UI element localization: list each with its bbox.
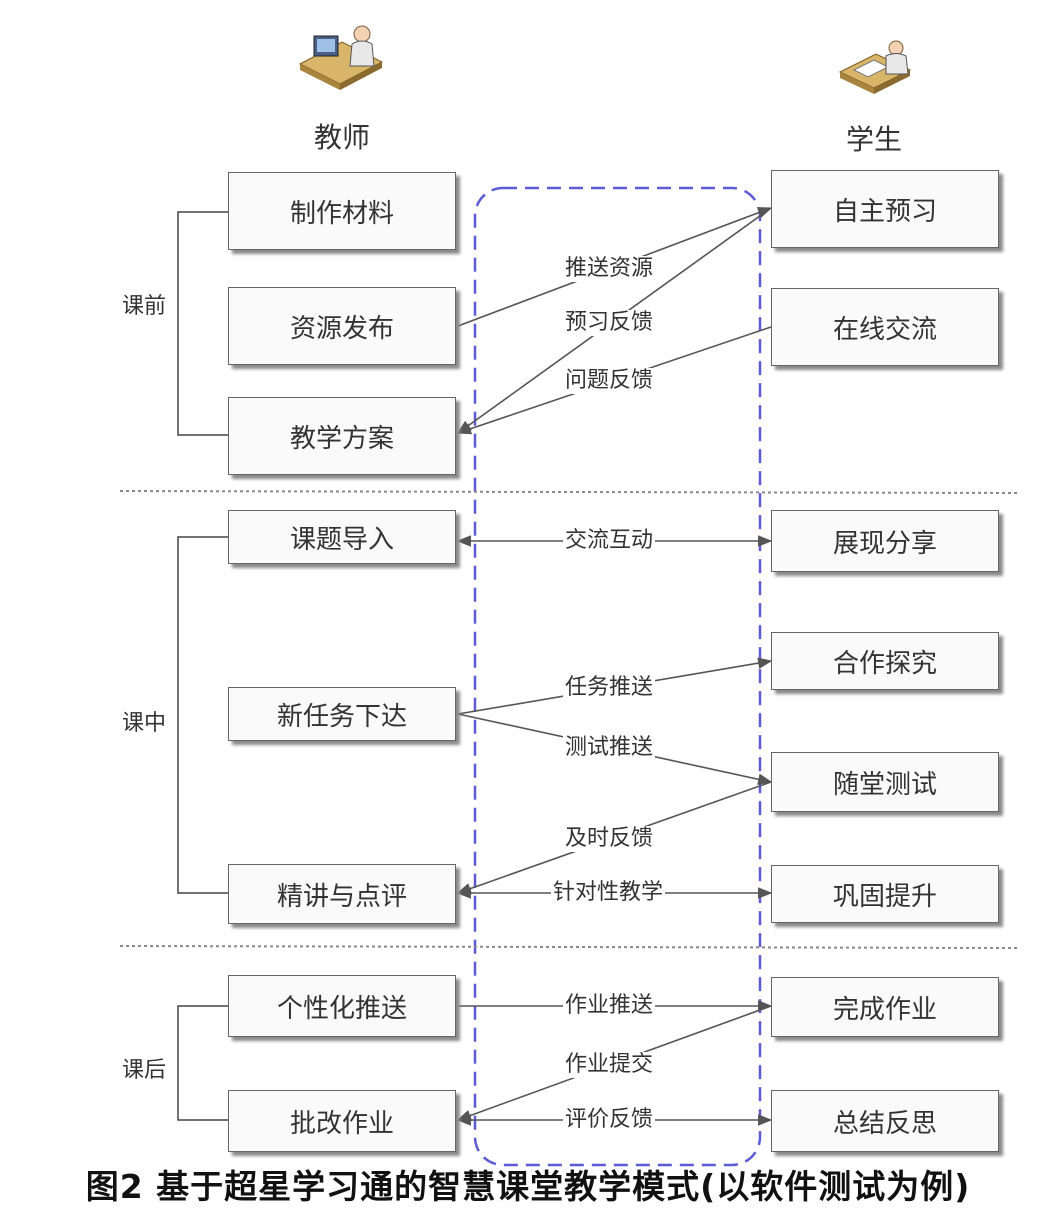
label-targeted-teaching: 针对性教学 xyxy=(551,880,666,906)
label-push-resources: 推送资源 xyxy=(563,256,656,282)
label-timely-feedback: 及时反馈 xyxy=(563,826,656,852)
teacher-box-make-materials: 制作材料 xyxy=(228,172,456,250)
student-box-complete-homework: 完成作业 xyxy=(771,977,999,1037)
label-test-push: 测试推送 xyxy=(563,735,656,761)
teacher-box-personalized-push: 个性化推送 xyxy=(228,975,456,1037)
student-heading: 学生 xyxy=(846,123,903,156)
phase-post-class: 课后 xyxy=(122,1058,167,1083)
label-homework-submit: 作业提交 xyxy=(563,1052,656,1078)
teacher-box-topic-intro: 课题导入 xyxy=(228,510,456,564)
student-box-cooperative-inquiry: 合作探究 xyxy=(771,632,999,690)
student-box-show-share: 展现分享 xyxy=(771,510,999,572)
bracket-pre xyxy=(177,211,228,436)
teacher-box-publish-resources: 资源发布 xyxy=(228,287,456,365)
student-box-summary-reflection: 总结反思 xyxy=(771,1090,999,1152)
bracket-post xyxy=(177,1005,228,1121)
figure-caption: 图2 基于超星学习通的智慧课堂教学模式(以软件测试为例) xyxy=(85,1167,971,1206)
teacher-heading: 教师 xyxy=(314,121,371,154)
divider-in-post xyxy=(119,945,1021,949)
label-question-feedback: 问题反馈 xyxy=(563,368,656,394)
label-task-push: 任务推送 xyxy=(563,675,656,701)
platform-frame xyxy=(473,186,762,1167)
teacher-box-lecture-review: 精讲与点评 xyxy=(228,864,456,924)
student-box-consolidate: 巩固提升 xyxy=(771,865,999,923)
teacher-at-desk-icon xyxy=(298,25,384,90)
teacher-box-grade-homework: 批改作业 xyxy=(228,1090,456,1152)
label-interaction: 交流互动 xyxy=(563,528,656,554)
phase-pre-class: 课前 xyxy=(122,294,167,319)
label-evaluation-feedback: 评价反馈 xyxy=(563,1107,656,1133)
student-at-desk-icon xyxy=(838,40,912,94)
student-box-in-class-test: 随堂测试 xyxy=(771,752,999,812)
divider-pre-in xyxy=(119,490,1021,494)
bracket-in xyxy=(177,536,228,894)
student-box-online-discussion: 在线交流 xyxy=(771,288,999,366)
teacher-box-new-task: 新任务下达 xyxy=(228,687,456,741)
label-preview-feedback: 预习反馈 xyxy=(563,310,656,336)
label-homework-push: 作业推送 xyxy=(563,993,656,1019)
phase-in-class: 课中 xyxy=(122,711,167,736)
student-box-self-preview: 自主预习 xyxy=(771,170,999,248)
teacher-box-teaching-plan: 教学方案 xyxy=(228,397,456,475)
